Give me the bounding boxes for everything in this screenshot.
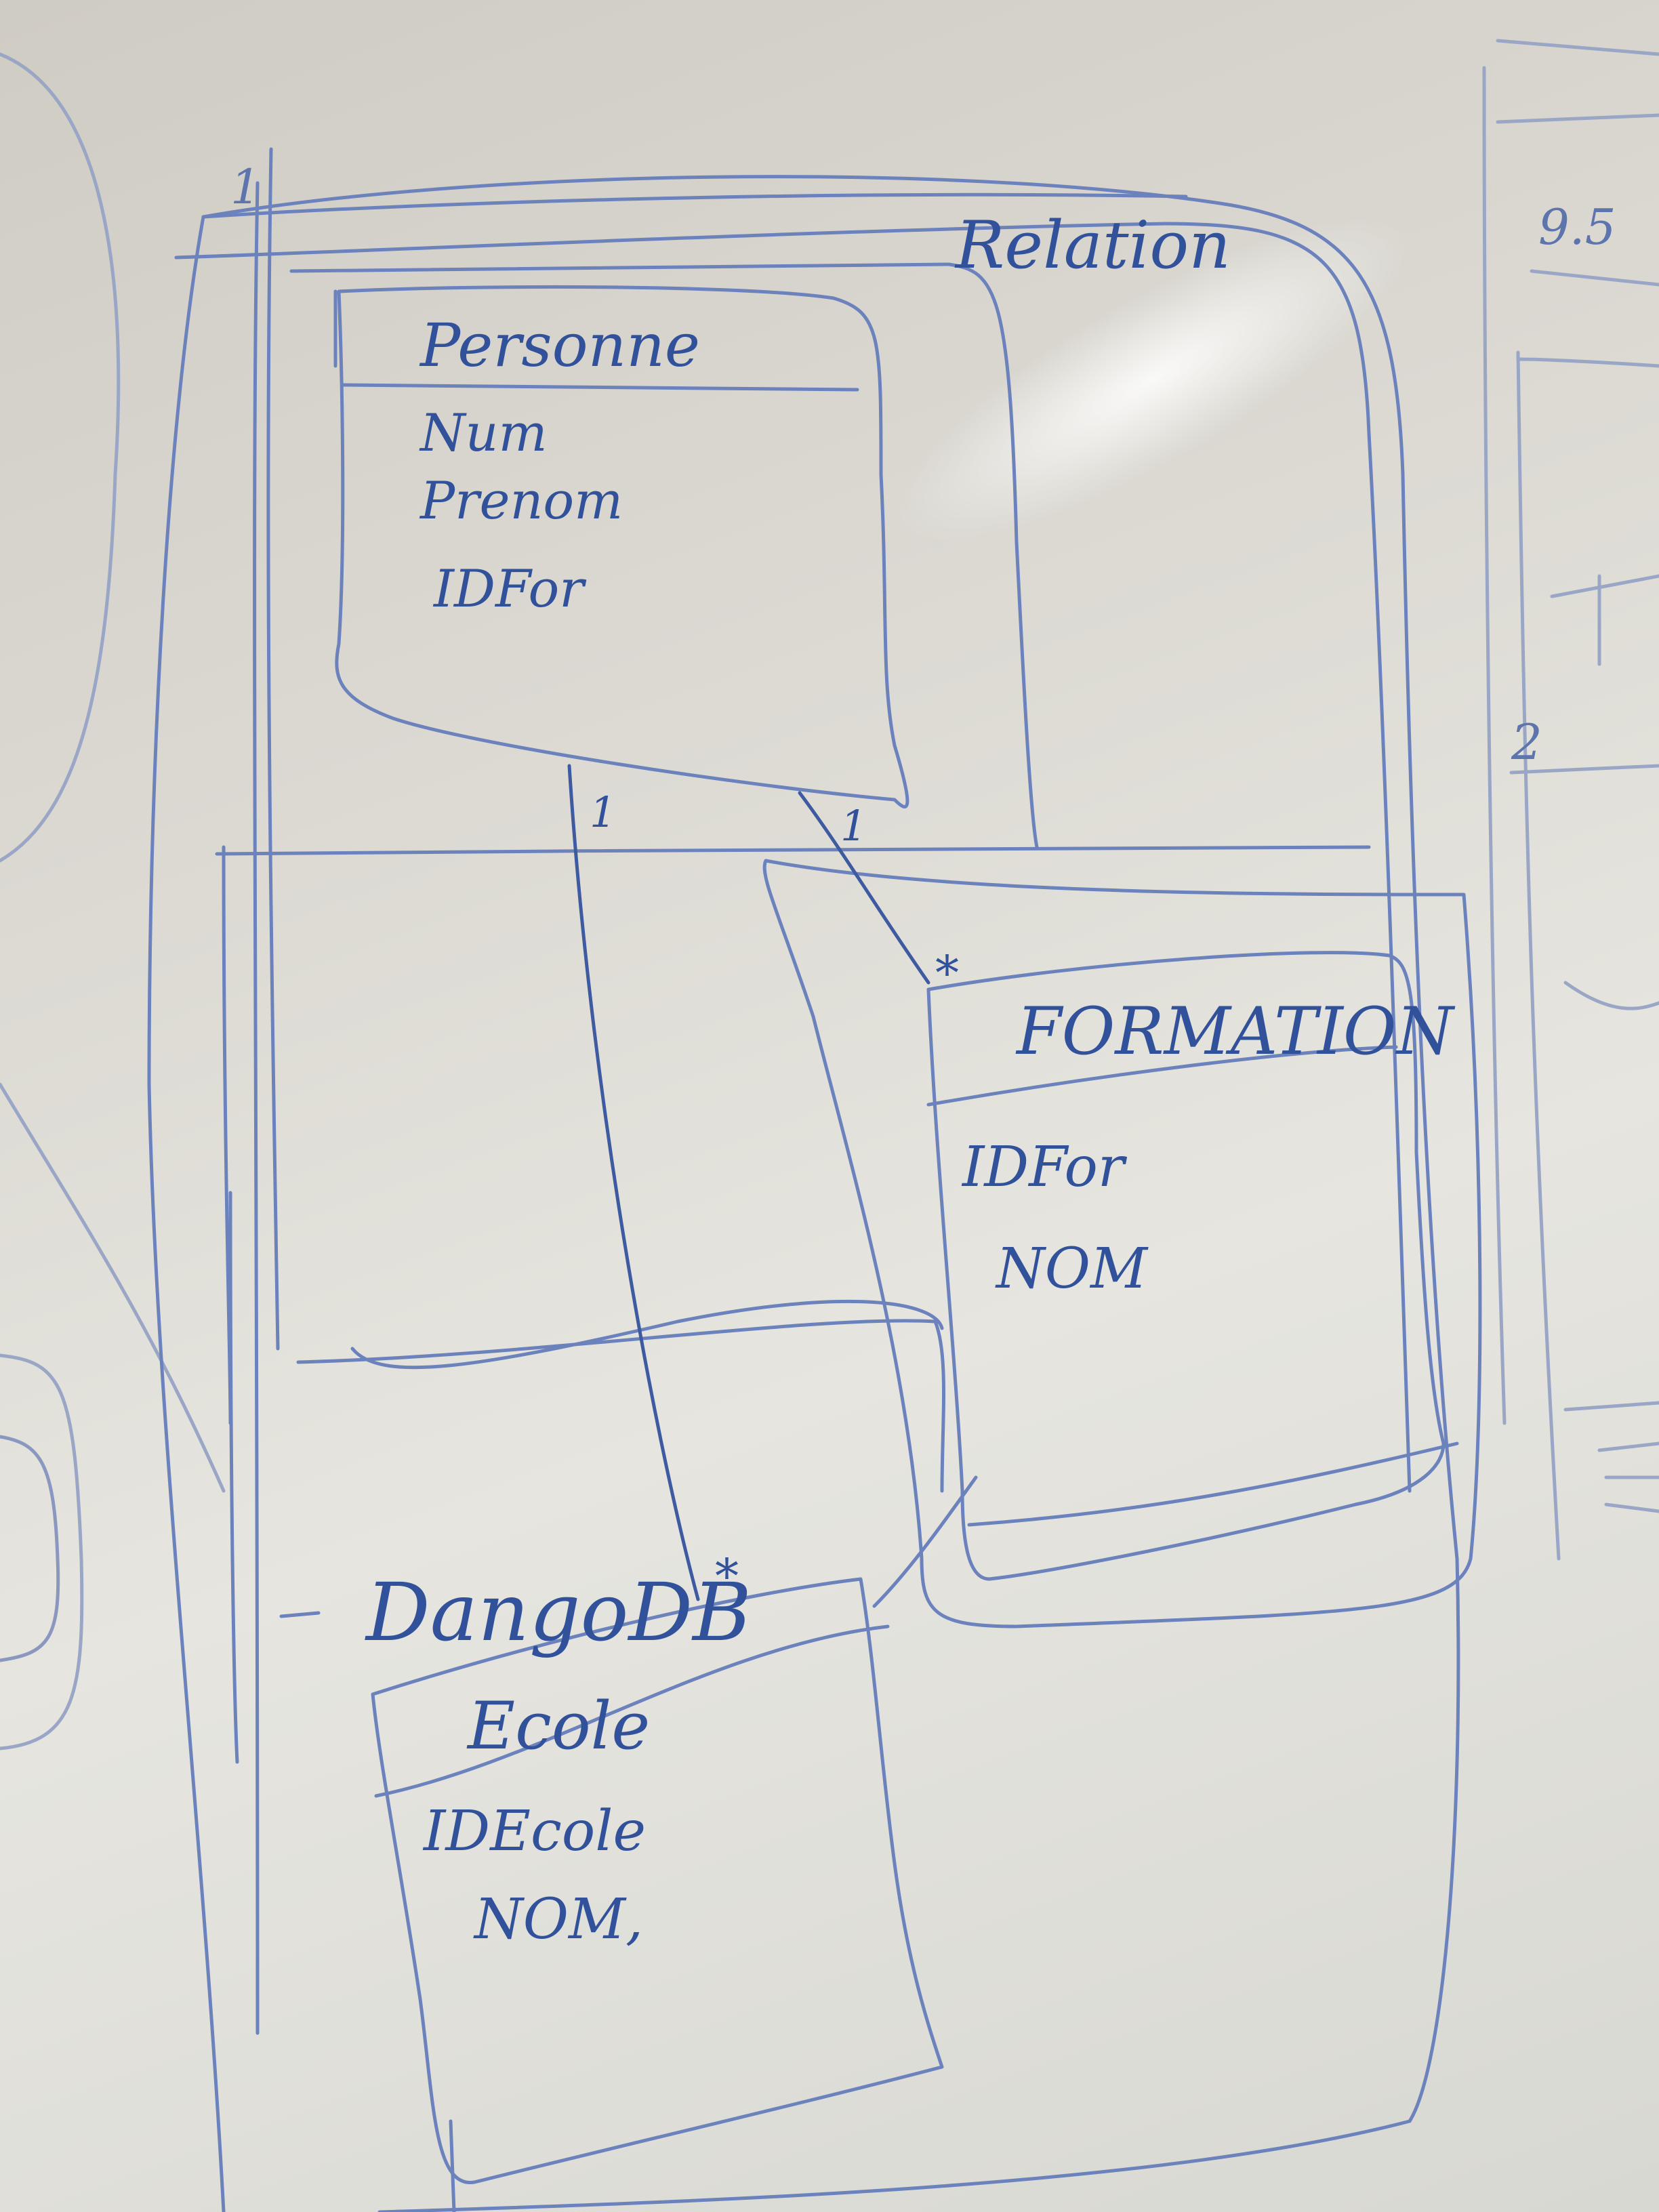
glare [896,218,1408,541]
personne-attr-idfor: IDFor [432,558,587,619]
mult-personne-ecole-star: * [715,1549,739,1604]
middle-horizontal-line [215,845,1371,856]
formation-box [926,951,1446,1581]
top-horizontal-line [201,192,1188,219]
inner-frame [289,262,1039,1493]
personne-title: Personne [419,310,700,380]
left-edge-sketch-3 [0,1435,60,1662]
formation-title: FORMATION [1015,994,1456,1069]
left-edge-sketch-2 [0,1353,84,1750]
ecole-bottom-tick [449,2119,456,2212]
module-label: DangoDB [365,1565,752,1659]
formation-header-divider [926,1045,1398,1107]
right-edge-sketch [1496,39,1659,1513]
left-vertical-lines [253,147,280,2035]
relation-label: Relation [954,207,1231,283]
middle-vertical-line [222,845,239,1764]
personne-attr-prenom: Prenom [419,470,623,531]
relation-personne-ecole [567,764,700,1601]
relation-outer-frame [201,175,1460,2212]
relation-personne-formation [798,791,930,985]
relation-outer-frame-2 [147,215,226,2212]
ecole-header-divider [374,1624,890,1798]
ecole-attr-idecole: IDEcole [422,1799,646,1864]
formation-attr-idfor: IDFor [961,1135,1128,1200]
mult-personne-formation-1: 1 [840,801,867,851]
mult-personne-formation-star: * [935,945,959,1001]
mult-personne-ecole-1: 1 [590,787,616,837]
right-mark-top: 9.5 [1538,199,1616,255]
right-edge-frame [1482,66,1561,1561]
left-edge-sketch [0,52,121,863]
ecole-title: Ecole [466,1688,650,1764]
personne-box [335,285,909,808]
relation-formation-ecole [872,1475,978,1608]
ecole-box [371,1577,944,2184]
right-mark-mid: 2 [1511,714,1542,771]
personne-attr-num: Num [419,403,548,463]
formation-inner-edge [967,1441,1459,1527]
module-label-dash [279,1611,321,1618]
top-left-mark: 1 [230,159,261,215]
left-edge-sketch-4 [0,1082,226,1493]
formation-attr-nom: NOM [995,1237,1149,1301]
personne-header-divider [340,383,859,392]
relation-outer-frame-3 [174,222,1412,1493]
formation-outer-frame [762,859,1482,1629]
ecole-attr-nom: NOM, [473,1887,643,1952]
inner-frame-2 [350,1299,944,1370]
